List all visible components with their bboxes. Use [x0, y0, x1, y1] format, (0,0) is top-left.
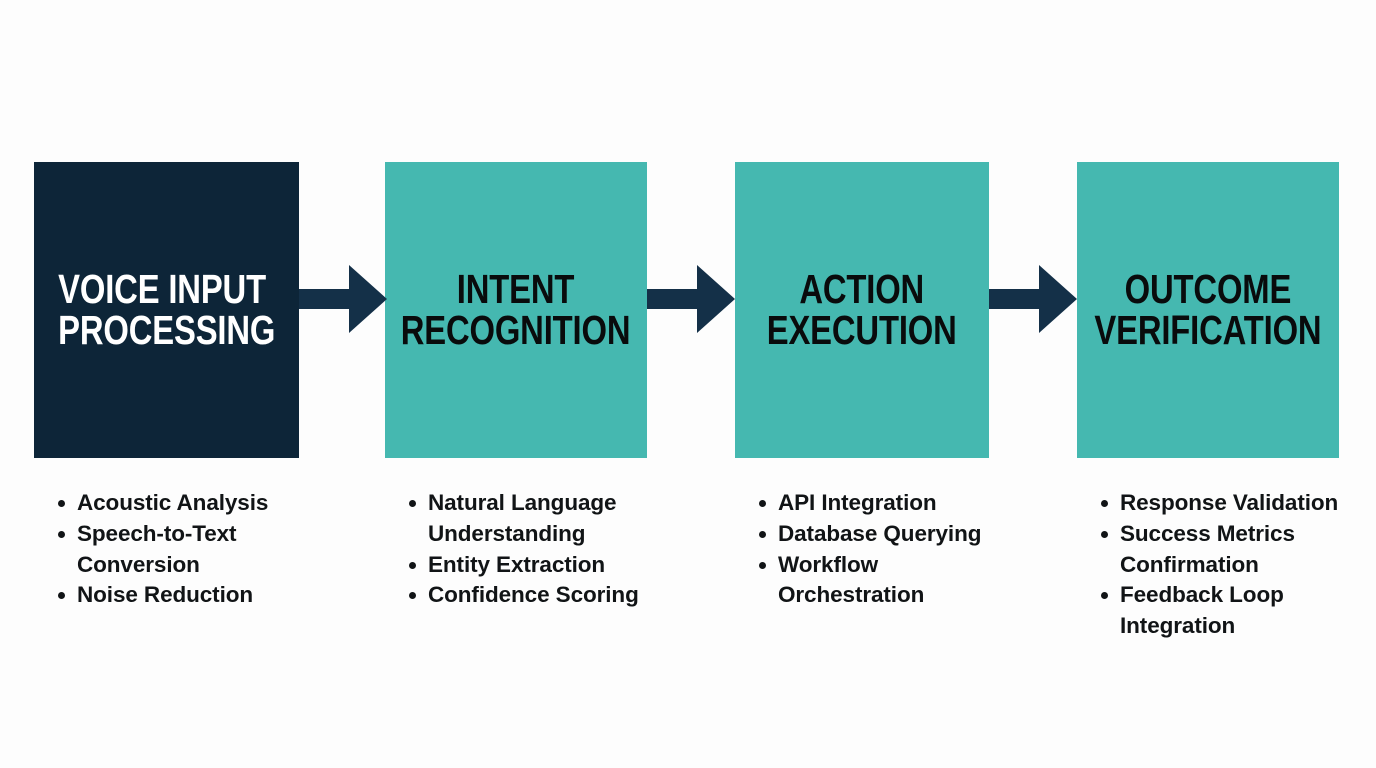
list-item: Database Querying [752, 519, 994, 550]
list-item: Entity Extraction [402, 550, 652, 581]
list-item: Speech-to-Text Conversion [51, 519, 304, 581]
stage-title-voice-input-processing: VOICE INPUT PROCESSING [57, 266, 276, 353]
list-item: Confidence Scoring [402, 580, 652, 611]
list-item: Natural Language Understanding [402, 488, 652, 550]
stage-box-outcome-verification[interactable]: OUTCOME VERIFICATION [1077, 162, 1339, 458]
stage-title-intent-recognition: INTENT RECOGNITION [401, 266, 631, 353]
stage-box-intent-recognition[interactable]: INTENT RECOGNITION [385, 162, 647, 458]
arrow-2-icon [647, 265, 735, 333]
stage-title-action-execution: ACTION EXECUTION [767, 266, 957, 353]
list-item: Response Validation [1094, 488, 1344, 519]
list-item: Feedback Loop Integration [1094, 580, 1344, 642]
list-item: Workflow Orchestration [752, 550, 994, 612]
arrow-3-icon [989, 265, 1077, 333]
arrow-1-icon [299, 265, 387, 333]
stage-box-voice-input-processing[interactable]: VOICE INPUT PROCESSING [34, 162, 299, 458]
list-item: Success Metrics Confirmation [1094, 519, 1344, 581]
list-item: Noise Reduction [51, 580, 304, 611]
stage-box-action-execution[interactable]: ACTION EXECUTION [735, 162, 989, 458]
stage-title-outcome-verification: OUTCOME VERIFICATION [1094, 266, 1322, 353]
list-item: Acoustic Analysis [51, 488, 304, 519]
list-item: API Integration [752, 488, 994, 519]
